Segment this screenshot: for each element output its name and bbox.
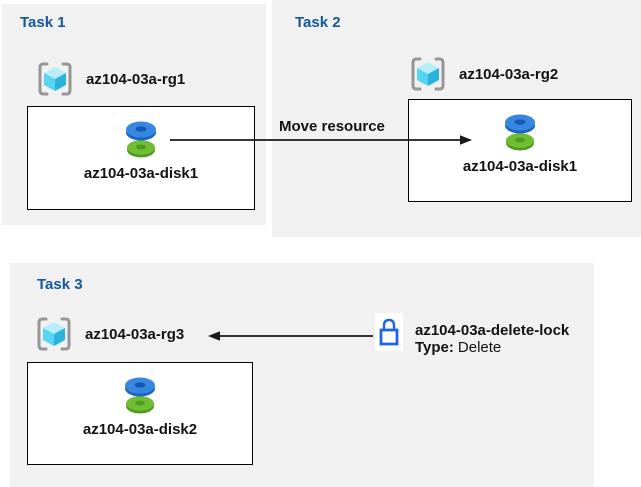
task1-resource-box: az104-03a-disk1 [27,106,255,210]
disk-name: az104-03a-disk2 [82,421,198,438]
task1-panel: Task 1 az104-03a-rg1 [2,4,266,225]
resource-group-icon [33,313,75,355]
task2-resource-box: az104-03a-disk1 [408,99,632,202]
delete-lock: az104-03a-delete-lock Type:Delete [375,313,569,356]
arrow-right-icon [170,135,472,145]
task1-title: Task 1 [20,14,66,31]
task3-resource-box: az104-03a-disk2 [27,362,253,465]
disk-name: az104-03a-disk1 [462,158,578,175]
task3-title: Task 3 [37,276,83,293]
task3-panel: Task 3 az104-03a-rg3 [10,263,594,487]
lock-type-value: Delete [457,339,502,356]
move-resource-label: Move resource [279,118,385,135]
lock-type: Type:Delete [415,339,569,356]
resource-group-icon [34,58,76,100]
disk-icon [122,375,158,415]
lock-type-label: Type: [415,339,454,356]
resource-group-icon [407,53,449,95]
disk-icon [123,119,159,159]
lock-icon [375,313,403,351]
resource-group-name: az104-03a-rg1 [86,70,186,88]
task1-resource-group-row: az104-03a-rg1 [34,58,185,100]
arrow-left-icon [208,331,373,341]
task2-panel: Task 2 az104-03a-rg2 [272,0,641,237]
lock-text: az104-03a-delete-lock Type:Delete [415,322,569,356]
disk-name: az104-03a-disk1 [83,165,199,182]
task2-resource-group-row: az104-03a-rg2 [407,53,558,95]
task3-resource-group-row: az104-03a-rg3 [33,313,184,355]
resource-group-name: az104-03a-rg3 [85,325,185,343]
disk-icon [502,112,538,152]
task2-title: Task 2 [295,14,341,31]
lock-name: az104-03a-delete-lock [415,322,570,339]
resource-group-name: az104-03a-rg2 [459,65,559,83]
